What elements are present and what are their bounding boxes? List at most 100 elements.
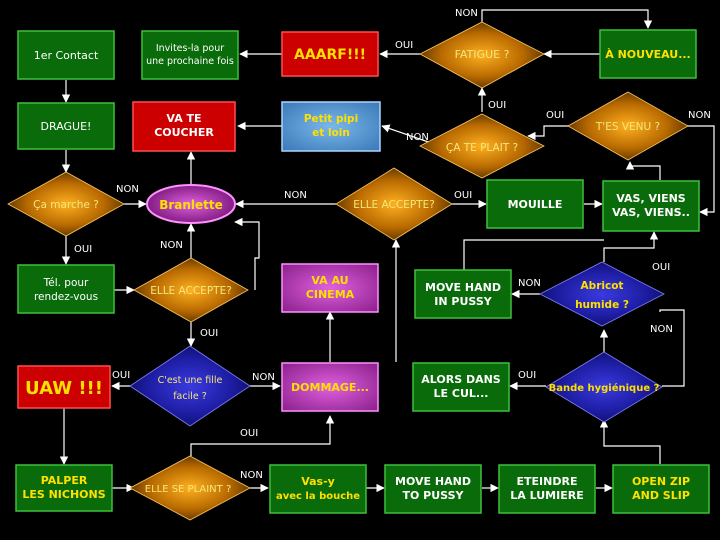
node-ca-te-plait-text: ÇA TE PLAIT ? [446,142,518,154]
node-eteindre-line1: ETEINDRE [517,475,578,488]
node-vas-y: Vas-y avec la bouche [269,464,367,514]
node-petit-pipi-line1: Petit pipi [304,113,358,125]
edge-tesvenu-caplait [527,125,572,141]
edge-fatigue-nouveau [481,9,653,29]
node-move-hand-in-pussy-line1: MOVE HAND [425,281,501,294]
node-bande: Bande hygiénique ? [545,351,663,423]
node-invites: Invites-la pour une prochaine fois [141,30,239,80]
edge-abricot-vasviens [603,231,659,262]
node-elle-accepte-mid-text: ELLE ACCEPTE? [150,285,232,297]
node-petit-pipi: Petit pipi et loin [281,101,381,152]
edge-cinema-branlette [234,217,260,290]
node-tel: Tél. pour rendez-vous [17,264,115,314]
label-plaint-non: NON [240,470,263,481]
node-open-zip: OPEN ZIP AND SLIP [612,464,710,514]
node-vas-viens-line2: VAS, VIENS.. [612,206,690,219]
label-camarche-non: NON [116,184,139,195]
label-caplait-oui: OUI [488,100,506,111]
node-uaw: UAW !!! [17,365,111,409]
node-a-nouveau: À NOUVEAU... [599,29,697,79]
node-vas-viens-line1: VAS, VIENS [616,192,686,205]
node-dommage-text: DOMMAGE... [291,381,369,394]
label-caplait-non: NON [406,132,429,143]
node-move-hand-to-pussy: MOVE HAND TO PUSSY [384,464,482,514]
node-move-hand-to-pussy-line2: TO PUSSY [403,489,465,502]
node-eteindre-line2: LA LUMIERE [510,489,583,502]
node-elle-accepte-top-text: ELLE ACCEPTE? [353,199,435,211]
node-aaarf-text: AAARF!!! [294,47,366,63]
node-petit-pipi-line2: et loin [312,127,350,139]
node-premier-contact: 1er Contact [17,30,115,80]
edge-vasviens-tesvenu [625,161,661,180]
label-tesvenu-oui: OUI [546,110,564,121]
node-palper: PALPER LES NICHONS [15,464,113,512]
label-bande-oui: OUI [518,370,536,381]
node-fatigue: FATIGUE ? [419,21,545,89]
node-move-hand-in-pussy-line2: IN PUSSY [434,295,492,308]
label-tesvenu-non: NON [688,110,711,121]
label-abricot-oui: OUI [652,262,670,273]
node-tel-line2: rendez-vous [34,291,98,303]
label-accepte-top-non: NON [284,190,307,201]
node-tel-line1: Tél. pour [43,277,89,289]
node-drague: DRAGUE! [17,102,115,150]
label-accepte-mid-non: NON [160,240,183,251]
node-abricot-line2: humide ? [575,299,629,311]
node-a-nouveau-text: À NOUVEAU... [605,48,691,61]
node-branlette: Branlette [146,184,236,224]
node-va-te-coucher-line2: COUCHER [154,126,214,139]
node-vas-viens: VAS, VIENS VAS, VIENS.. [602,180,700,232]
node-tes-venu-text: T'ES VENU ? [595,121,660,133]
node-uaw-text: UAW !!! [25,378,103,399]
node-fille-facile-line1: C'est une fille [158,375,223,386]
edge-movehand-top [463,239,604,270]
node-drague-text: DRAGUE! [41,120,92,133]
edge-lines [59,9,715,493]
node-fille-facile-line2: facile ? [173,391,207,402]
node-dommage: DOMMAGE... [281,362,379,412]
node-va-cinema-line1: VA AU [311,274,348,287]
label-accepte-mid-oui: OUI [200,328,218,339]
node-premier-contact-text: 1er Contact [34,49,99,62]
node-palper-line2: LES NICHONS [22,488,105,501]
label-fatigue-oui: OUI [395,40,413,51]
node-eteindre: ETEINDRE LA LUMIERE [498,464,596,514]
label-fille-oui: OUI [112,370,130,381]
node-abricot-line1: Abricot [581,280,624,292]
node-aaarf: AAARF!!! [281,31,379,77]
node-palper-line1: PALPER [41,474,88,487]
node-move-hand-in-pussy: MOVE HAND IN PUSSY [414,269,512,319]
node-mouille-text: MOUILLE [508,198,563,211]
node-fatigue-text: FATIGUE ? [455,48,510,61]
node-ca-marche: Ça marche ? [7,171,125,237]
node-mouille: MOUILLE [486,179,584,229]
node-elle-se-plaint-text: ELLE SE PLAINT ? [145,484,232,495]
node-ca-marche-text: Ça marche ? [33,199,99,211]
node-invites-line1: Invites-la pour [156,43,224,54]
edge-tesvenu-vasviens-non [686,125,715,217]
node-open-zip-line2: AND SLIP [632,489,690,502]
node-tes-venu: T'ES VENU ? [567,91,689,161]
node-elle-accepte-top: ELLE ACCEPTE? [335,167,453,241]
node-elle-accepte-mid: ELLE ACCEPTE? [133,257,249,323]
edge-labels: NON OUI OUI NON OUI NON NON OUI NON OUI … [74,8,711,481]
node-open-zip-line1: OPEN ZIP [632,475,690,488]
label-abricot-non: NON [518,278,541,289]
node-va-cinema-line2: CINEMA [306,288,355,301]
node-va-te-coucher-line1: VA TE [166,112,201,125]
node-vas-y-line2: avec la bouche [276,491,360,502]
label-bande-non: NON [650,324,673,335]
node-invites-line2: une prochaine fois [146,56,234,67]
edge-bande-abricot [659,309,685,387]
label-accepte-top-oui: OUI [454,190,472,201]
node-move-hand-to-pussy-line1: MOVE HAND [395,475,471,488]
node-va-cinema: VA AU CINEMA [281,263,379,313]
node-abricot: Abricot humide ? [539,261,665,327]
node-branlette-text: Branlette [159,198,223,212]
node-alors-cul: ALORS DANS LE CUL... [412,362,510,412]
node-ca-te-plait: ÇA TE PLAIT ? [419,113,545,179]
node-alors-cul-line2: LE CUL... [434,387,489,400]
node-va-te-coucher: VA TE COUCHER [132,101,236,152]
node-vas-y-line1: Vas-y [301,475,335,488]
